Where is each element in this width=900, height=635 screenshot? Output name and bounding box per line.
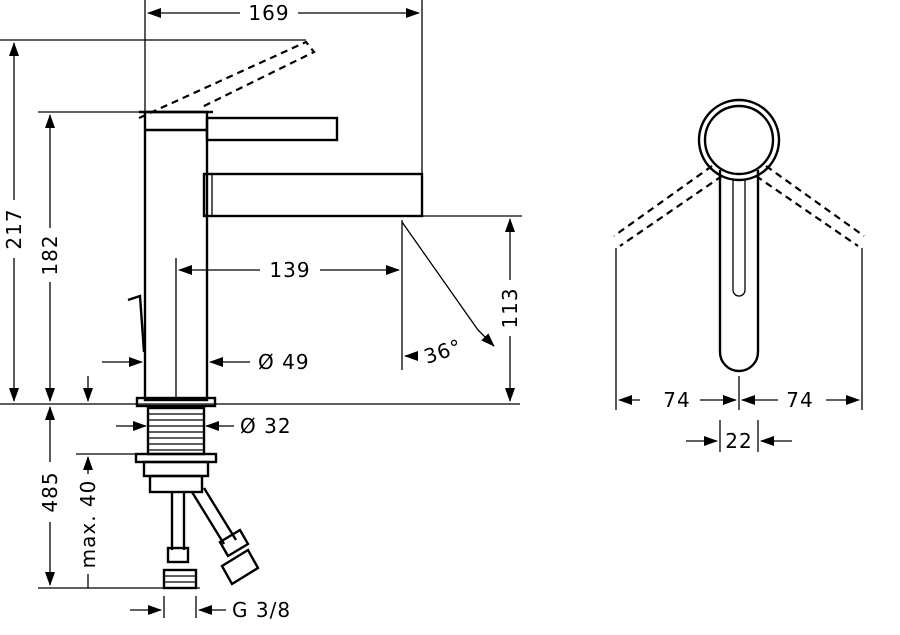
dim-swivel-angle: 36° [421,334,465,369]
dim-connection: G 3/8 [232,598,291,622]
top-view-outer-ring [697,98,781,182]
dim-handle-width: 22 [725,429,752,453]
pop-up-rod [127,294,146,353]
dim-width-total: 169 [248,1,289,25]
lever-handle [205,116,339,142]
fixing-plate [134,452,218,464]
swing-right-position [755,165,865,247]
dim-max-thickness: max. 40 [76,480,100,569]
lever-raised-position [138,40,316,120]
dim-body-diameter: Ø 49 [258,350,310,374]
fixing-nut [142,460,210,478]
dim-swing-left: 74 [663,388,690,412]
fixing-sleeve [148,474,204,494]
top-view-inner-ring [703,104,775,176]
threaded-shank [146,406,206,456]
dim-below-counter: 485 [38,471,62,512]
top-view-handle-slot [732,180,746,297]
top-view-handle [718,170,760,373]
side-view: 169 217 182 139 113 36° Ø 49 [0,0,522,622]
dim-outlet-height: 113 [498,287,522,328]
dim-thread-diameter: Ø 32 [240,414,292,438]
dim-spout-reach: 139 [269,258,310,282]
supply-hoses [162,487,260,590]
dim-height-total: 217 [2,208,26,249]
swing-left-position [613,165,723,247]
spout [202,172,424,218]
dim-height-outlet-level: 182 [38,234,62,275]
dim-swing-right: 74 [786,388,813,412]
top-view: 74 74 22 [613,98,865,453]
